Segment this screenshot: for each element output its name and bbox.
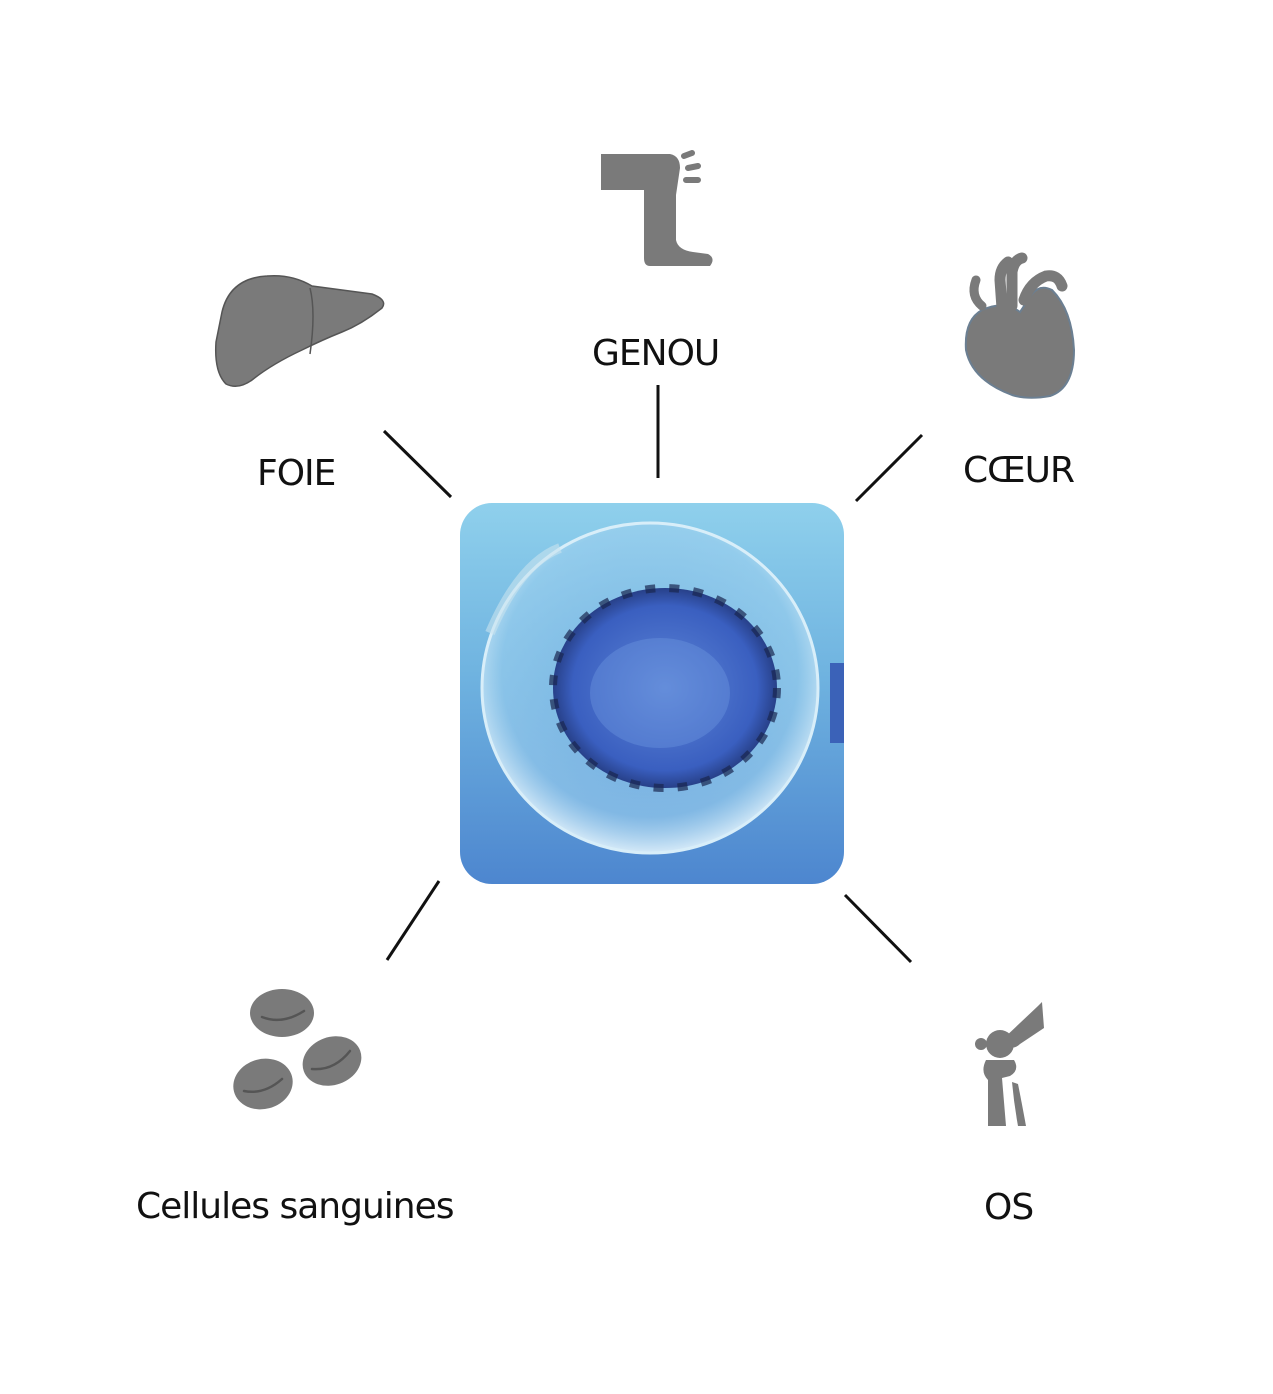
blood-cells-icon <box>233 989 362 1110</box>
heart-icon <box>964 252 1076 399</box>
leg-knee-icon <box>601 150 713 266</box>
liver-icon <box>214 274 385 387</box>
label-bone: OS <box>984 1187 1034 1228</box>
label-liver: FOIE <box>257 453 336 494</box>
bone-joint-icon <box>975 1002 1044 1126</box>
connector-liver <box>382 429 453 499</box>
label-blood-cells: Cellules sanguines <box>136 1186 454 1227</box>
connector-heart <box>854 433 924 503</box>
stem-cell-image <box>460 503 844 884</box>
label-heart: CŒUR <box>963 450 1075 491</box>
label-knee: GENOU <box>592 333 720 374</box>
connector-blood <box>385 880 441 961</box>
connector-bone <box>843 893 913 964</box>
